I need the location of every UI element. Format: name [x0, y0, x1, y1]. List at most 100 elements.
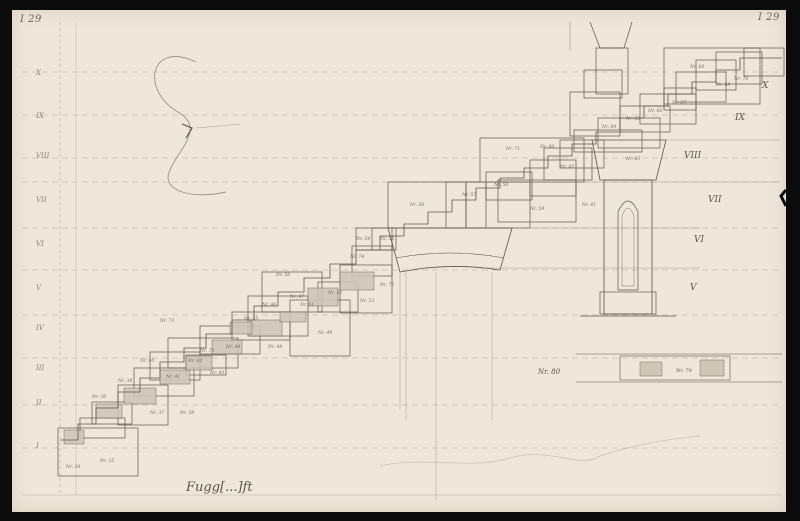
stone-block-outline [133, 367, 195, 397]
faint-scribble [379, 435, 701, 467]
stone-tag: Nr. 39 [179, 410, 194, 416]
washed-step-face [185, 355, 213, 371]
stone-tag: Nr. 55 [379, 236, 394, 242]
right-course-label: IX [734, 113, 746, 123]
stone-tag: Nr. 57 [461, 192, 476, 198]
washed-step-face [63, 429, 85, 445]
washed-step-face [211, 339, 243, 355]
stone-tag: Nr. 66 [647, 108, 662, 114]
stone-block-outline [663, 87, 697, 111]
pencil-stroke [195, 123, 241, 129]
stone-block-outline [583, 69, 623, 99]
stone-block-outline [289, 299, 351, 357]
sheet-id-left: I 29 [20, 14, 42, 25]
stone-block-outline [497, 179, 577, 223]
course-row-label: V [36, 284, 42, 292]
stone-block-outline [715, 51, 763, 85]
stone-tag: Nr. 70 [733, 76, 748, 82]
pencil-sketch-mark [181, 123, 193, 139]
stone-tag: Nr. 52 [327, 290, 342, 296]
stone-tag: Nr. 69 [715, 82, 730, 88]
detail-wash [699, 359, 725, 377]
stone-tag: Nr. 61 [581, 202, 596, 208]
stone-tag: Nr. 56 [409, 202, 424, 208]
stone-block-outline [597, 117, 661, 149]
stone-block-outline [543, 147, 593, 181]
stone-tag: Nr. 46 [261, 302, 276, 308]
stone-block-outline [743, 47, 785, 77]
course-row-label: I [35, 442, 39, 450]
detail-sub-tag: Nr. 78 [675, 368, 692, 374]
signature: Fugg[...]ft [186, 480, 253, 495]
stair-profile-line [60, 57, 782, 441]
stone-tag: Nr. 44 [225, 344, 240, 350]
stone-tag: Nr. 58 [493, 182, 508, 188]
stone-tag: Nr. 50 [275, 272, 290, 278]
stone-block-outline [485, 171, 533, 201]
stone-tag: Nr. 48 [267, 344, 282, 350]
right-course-label: VIII [684, 151, 702, 161]
stone-tag: Nr. 54 [355, 236, 370, 242]
course-row-label: II [35, 399, 42, 407]
course-row-label: III [35, 364, 45, 372]
stone-block-outline [663, 47, 761, 105]
stone-tag: Nr. 38 [117, 378, 132, 384]
course-row-label: VII [36, 196, 47, 204]
course-row-label: IV [35, 324, 45, 332]
stone-tag: Nr. 49 [317, 330, 332, 336]
stone-tag: Nr. 59 [529, 206, 544, 212]
horizontal-course-guides [22, 22, 782, 496]
stone-block-outline [351, 245, 393, 277]
stone-block-outline [573, 129, 643, 153]
washed-step-face [307, 287, 339, 307]
stone-tag: Nr. 35 [99, 458, 114, 464]
right-course-label: X [761, 81, 769, 91]
washed-step-face [279, 311, 307, 323]
arch-curve [395, 252, 505, 259]
paper-tear [779, 189, 788, 207]
washed-step-face [249, 319, 283, 337]
pillar-base [599, 291, 657, 315]
stone-tag: Nr. 75 [199, 348, 214, 354]
gothic-window [617, 200, 639, 291]
stone-tag: Nr. 62 [559, 164, 574, 170]
stone-tag: Nr. 36 [91, 394, 106, 400]
stone-tag: Nr. 51 [299, 302, 314, 308]
stone-block-outline [569, 91, 621, 137]
stone-block-outline [371, 227, 393, 251]
stone-block-outline [387, 181, 467, 229]
detail-wash [639, 361, 663, 377]
stone-tag: Nr. 45 [243, 316, 258, 322]
stone-tag: Nr. 71 [505, 146, 520, 152]
course-row-label: IX [35, 112, 45, 120]
course-row-label: X [35, 69, 42, 77]
pinnacle-top [589, 21, 633, 49]
stone-tag: Nr. 72 [379, 282, 394, 288]
stone-tag: Nr. 53 [359, 298, 374, 304]
stone-tag: Nr. 43 [209, 370, 224, 376]
detail-block [619, 355, 731, 381]
detail-tag: Nr. 80 [537, 368, 561, 376]
stone-blocks [57, 21, 785, 477]
stone-tag: Nr. 40 [139, 358, 154, 364]
stone-tag: Nr. 74 [349, 254, 364, 260]
stone-tag: Nr. 67 [671, 100, 686, 106]
stone-tag: Nr. 60 [539, 144, 554, 150]
stone-tag: Nr. 65 [625, 116, 640, 122]
washed-step-face [229, 321, 253, 335]
washed-step-face [339, 271, 375, 291]
stone-tag: Nr. 68 [689, 64, 704, 70]
misc-sketch-lines [154, 22, 788, 500]
stone-tag: Nr. 42 [187, 358, 202, 364]
right-course-label: V [690, 283, 698, 293]
stone-block-outline [529, 159, 577, 197]
stone-tag: Nr. 34 [65, 464, 80, 470]
stone-tag: Nr. 63 [625, 156, 640, 162]
stone-tag: Nr. 47 [289, 294, 304, 300]
right-course-label: VII [708, 195, 722, 205]
